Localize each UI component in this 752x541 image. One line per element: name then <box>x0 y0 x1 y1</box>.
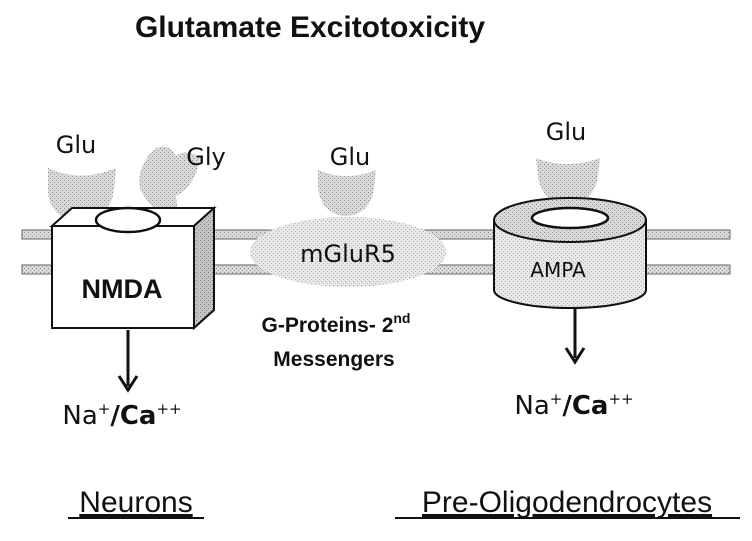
messengers-line: Messengers <box>273 348 394 371</box>
nmda-front-face <box>51 225 195 329</box>
nmda-ca: /Ca <box>110 401 156 431</box>
nmda-channel-pore <box>94 206 162 234</box>
nmda-glu-label: Glu <box>56 131 96 159</box>
pre-oligodendrocytes-label: Pre-Oligodendrocytes <box>422 486 712 519</box>
nmda-side-face <box>193 205 215 331</box>
ampa-glu-ligand: Glu <box>536 118 600 204</box>
nmda-arrow-head <box>117 375 139 393</box>
ampa-receptor: AMPA <box>493 197 647 309</box>
g-proteins-sup: nd <box>393 310 410 326</box>
glu-ligand-shape-mglur <box>318 170 376 216</box>
ampa-ca: /Ca <box>562 391 608 421</box>
ampa-label: AMPA <box>530 258 586 282</box>
ampa-glu-label: Glu <box>546 118 586 146</box>
nmda-ion-arrow <box>117 330 139 393</box>
ampa-ca-sup: ++ <box>608 390 633 408</box>
ampa-ion-label: Na+/Ca++ <box>514 390 633 421</box>
ampa-channel-pore <box>530 206 610 230</box>
nmda-receptor: NMDA <box>49 205 217 331</box>
ampa-ion-arrow <box>564 308 586 365</box>
ampa-na: Na <box>514 391 549 421</box>
ampa-cylinder-body <box>493 219 647 309</box>
second-messenger-text: G-Proteins- 2nd Messengers <box>262 310 411 371</box>
mglur5-ellipse <box>250 217 446 287</box>
ampa-na-sup: + <box>550 390 563 408</box>
nmda-ion-label: Na+/Ca++ <box>62 400 181 431</box>
neurons-label: Neurons <box>79 486 192 519</box>
g-proteins-line: G-Proteins- 2nd <box>262 310 411 337</box>
ampa-arrow-head <box>564 347 586 365</box>
mglur5-label: mGluR5 <box>300 240 396 268</box>
glu-ligand-shape-ampa <box>536 158 600 204</box>
nmda-na: Na <box>62 401 97 431</box>
nmda-ca-sup: ++ <box>156 400 181 418</box>
gly-ligand-shape <box>139 146 200 215</box>
nmda-na-sup: + <box>98 400 111 418</box>
nmda-gly-ligand: Gly <box>139 143 226 215</box>
g-proteins-main: G-Proteins- 2 <box>262 314 394 337</box>
nmda-label: NMDA <box>82 274 163 304</box>
mglur-glu-label: Glu <box>330 143 370 171</box>
diagram-title: Glutamate Excitotoxicity <box>135 11 485 44</box>
nmda-gly-label: Gly <box>186 143 225 171</box>
mglur5-receptor: Glu mGluR5 <box>250 143 446 287</box>
